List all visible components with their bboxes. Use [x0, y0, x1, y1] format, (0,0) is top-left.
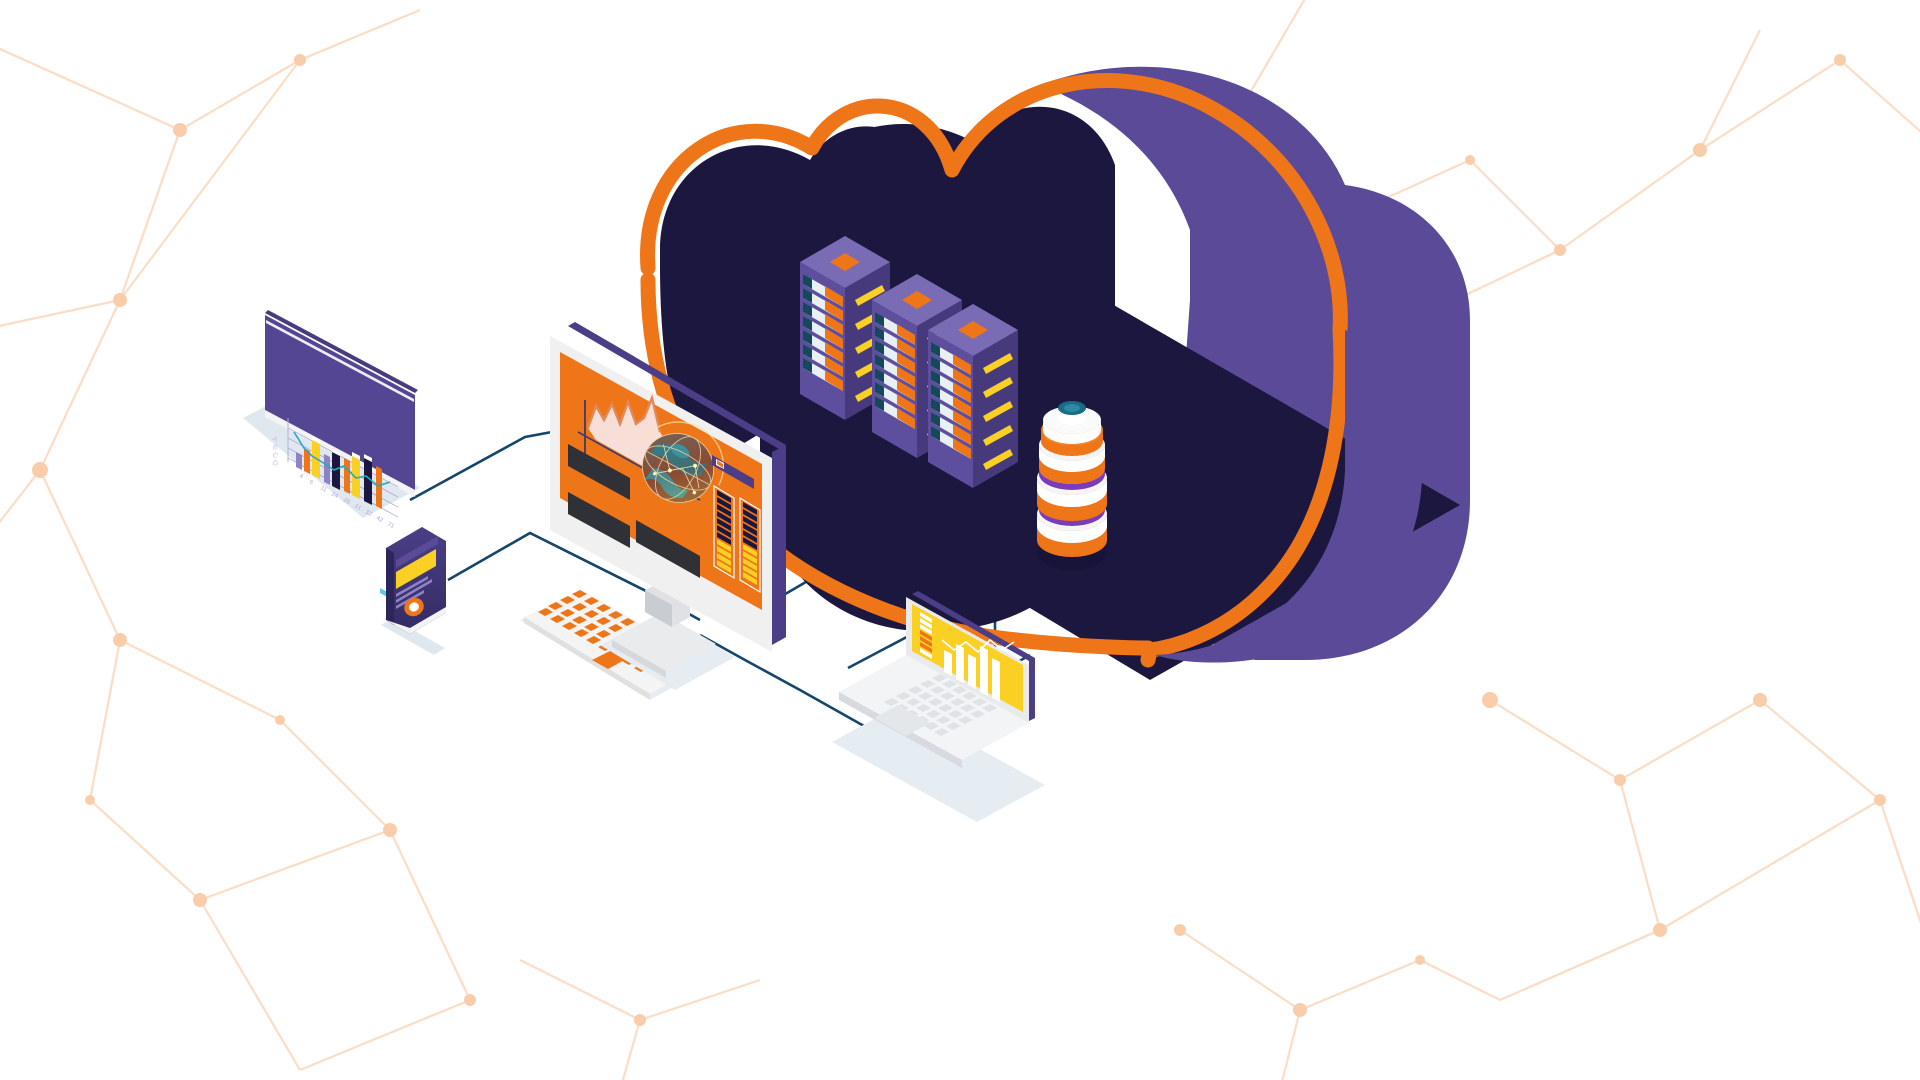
monitor-stand-base-edge	[612, 640, 666, 678]
phone-widgets	[396, 536, 438, 617]
tablet-ylabel-a: A	[271, 436, 279, 445]
rack-3-top-badge	[958, 321, 988, 339]
cloud-left-scoop	[660, 126, 930, 470]
monitor-dark-panel-1	[568, 444, 630, 500]
rack-2-top-badge	[902, 291, 932, 309]
tablet-bars	[296, 436, 382, 509]
monitor-back-edge	[568, 322, 786, 641]
tablet-xlabel-2: 11	[319, 485, 328, 494]
tablet-xlabel-5: 31	[353, 503, 362, 512]
link-monitor-to-laptop	[699, 633, 881, 737]
phone-bezel-bottom	[386, 607, 446, 634]
monitor-stand-base	[612, 613, 716, 671]
monitor-neck-side	[645, 590, 672, 627]
tablet-xlabel-3: 24	[330, 491, 339, 500]
tablet-xlabel-6: 32	[364, 509, 373, 518]
tablet-xlabel-8: 71	[386, 521, 395, 530]
tablet-body-edge	[265, 310, 418, 393]
monitor-chin	[550, 523, 772, 652]
database-cylinder[interactable]	[1037, 401, 1107, 570]
monitor-led-meter-2	[739, 496, 761, 594]
smartphone[interactable]	[381, 527, 446, 655]
tablet-ylabel-d: D	[271, 460, 279, 469]
tablet-ylabel-b: B	[271, 444, 279, 453]
monitor-dark-panel-2	[568, 492, 630, 548]
laptop-screen-contents	[920, 612, 1015, 702]
tablet-screen	[265, 315, 415, 490]
tablet-xlabel-0: 4	[298, 473, 304, 480]
tablet-xlabel-4: 26	[342, 497, 351, 506]
monitor-right-side	[772, 445, 786, 645]
cloud-rim-outline	[640, 73, 1349, 668]
rack-3-leds	[983, 353, 1013, 470]
tablet-xlabel-1: 6	[308, 479, 314, 486]
globe-radar	[640, 421, 725, 503]
tablet-ylabel-c: C	[271, 452, 279, 461]
desktop-monitor[interactable]	[550, 322, 786, 690]
tablet-top-stripe	[266, 320, 414, 402]
rack-3-slots	[931, 342, 971, 459]
tablet[interactable]: A B C D	[243, 310, 420, 599]
rack-3[interactable]	[928, 304, 1018, 488]
monitor-led-meter-1	[713, 484, 735, 580]
monitor-status-chip	[712, 455, 754, 489]
laptop[interactable]	[832, 591, 1045, 822]
monitor-area-stroke	[586, 394, 662, 433]
rack-1-top-badge	[830, 253, 860, 271]
laptop-deck	[839, 655, 1029, 760]
database-cap	[1058, 401, 1086, 425]
monitor-dark-panel-3	[636, 520, 700, 578]
monitor-screen-contents	[568, 394, 761, 594]
keyboard-edge	[524, 617, 650, 700]
laptop-trackpad[interactable]	[874, 705, 930, 736]
rack-1-slots	[803, 274, 843, 391]
laptop-shadow	[832, 705, 1045, 822]
phone-side	[386, 548, 394, 625]
database-discs	[1037, 406, 1107, 557]
rack-2-slots	[875, 312, 915, 429]
phone-shadow	[381, 618, 445, 655]
laptop-led-meter	[920, 612, 932, 659]
tablet-xlabel-7: 42	[375, 515, 384, 524]
laptop-bars	[944, 644, 1000, 702]
tablet-trend-line	[293, 431, 391, 487]
tablet-chart: A B C D	[271, 418, 399, 599]
cloud-front-shell	[1155, 330, 1423, 663]
laptop-trend-line	[941, 638, 1015, 654]
